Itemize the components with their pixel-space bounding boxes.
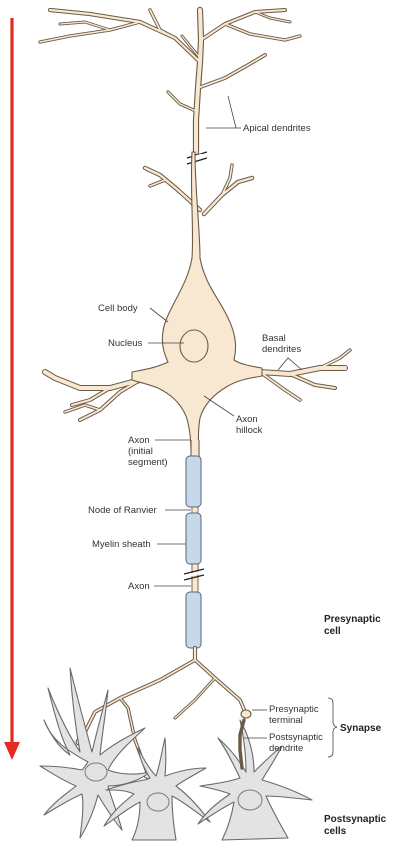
label-postsynaptic-cells-line1: Postsynaptic [324,814,387,825]
label-presynaptic-cell-line2: cell [324,626,341,637]
nucleus [179,329,209,363]
myelin-segments [185,455,202,649]
label-postsynaptic-dendrite-line1: Postsynaptic [269,732,323,743]
label-node-of-ranvier: Node of Ranvier [88,505,157,516]
label-axon-hillock-line1: Axon [236,414,258,425]
label-basal-dendrites-line2: dendrites [262,344,301,355]
cell-body [131,151,263,453]
label-axon-initial-line2: (initial [128,446,153,457]
axon-terminals [75,645,252,780]
break-mark-axon [183,568,205,581]
label-presynaptic-terminal-line1: Presynaptic [269,704,319,715]
postsynaptic-cell-middle [103,737,211,841]
label-axon-initial-line1: Axon [128,435,150,446]
label-axon-hillock-line2: hillock [236,425,263,436]
axon-initial-segment [191,440,199,460]
label-presynaptic-cell-line1: Presynaptic [324,614,381,625]
label-myelin-sheath: Myelin sheath [92,539,151,550]
labels: Apical dendrites Cell body Nucleus Basal… [88,95,387,837]
myelin-segment-1 [185,455,202,508]
down-arrow-icon [4,18,20,760]
label-postsynaptic-cells-line2: cells [324,826,347,837]
presynaptic-terminal [240,709,252,719]
label-presynaptic-terminal-line2: terminal [269,715,303,726]
label-apical-dendrites: Apical dendrites [243,123,311,134]
postsynaptic-cells [39,667,313,841]
label-axon-initial-line3: segment) [128,457,168,468]
basal-dendrites [42,348,352,422]
label-basal-dendrites-line1: Basal [262,333,286,344]
label-synapse: Synapse [340,723,382,734]
label-axon: Axon [128,581,150,592]
node-of-ranvier-segment [191,506,199,514]
label-postsynaptic-dendrite-line2: dendrite [269,743,303,754]
upper-dendrite-branches [142,163,255,217]
label-nucleus: Nucleus [108,338,143,349]
myelin-segment-3 [185,591,202,649]
synapse-brace [327,697,338,758]
myelin-segment-2 [185,512,202,565]
postsynaptic-cell-left [39,667,151,839]
apical-dendrites [38,6,302,165]
postsynaptic-cell-right [197,719,313,841]
label-cell-body: Cell body [98,303,138,314]
